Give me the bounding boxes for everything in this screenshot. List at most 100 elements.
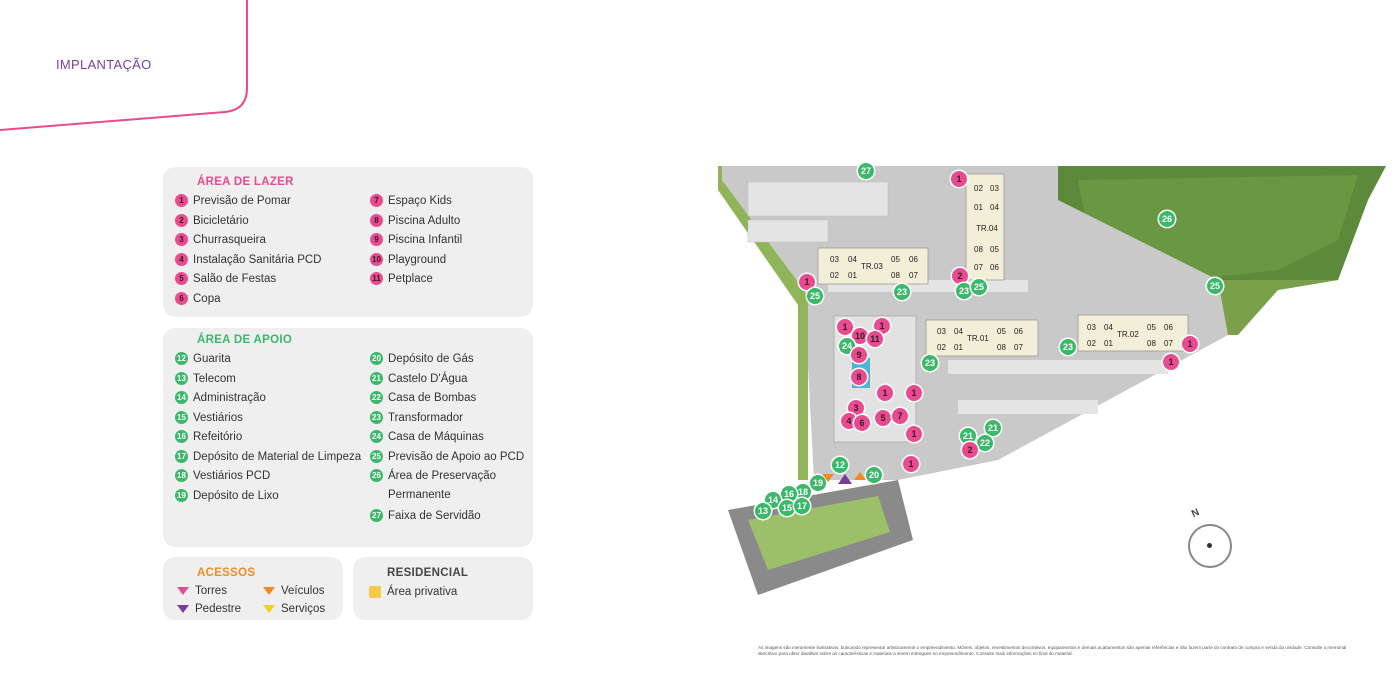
- map-pin[interactable]: 1: [903, 456, 919, 472]
- map-pin[interactable]: 25: [807, 288, 823, 304]
- map-pin[interactable]: 12: [832, 457, 848, 473]
- map-pin[interactable]: 24: [839, 338, 855, 354]
- map-pin[interactable]: 15: [779, 500, 795, 516]
- unit-label: 07: [909, 271, 918, 280]
- veiculos-arrow-icon: [263, 587, 275, 595]
- map-pin[interactable]: 1: [874, 318, 890, 334]
- map-pin[interactable]: 20: [866, 467, 882, 483]
- tower-tr03: [817, 247, 929, 285]
- unit-label: 01: [848, 271, 857, 280]
- tower-tr02: [1077, 314, 1189, 352]
- map-pin[interactable]: 23: [1060, 339, 1076, 355]
- residencial-legend-panel: RESIDENCIAL Área privativa: [353, 557, 533, 620]
- unit-label: 05: [997, 327, 1006, 336]
- map-pin[interactable]: 5: [875, 410, 891, 426]
- unit-label: 07: [1164, 339, 1173, 348]
- map-pin[interactable]: 25: [971, 279, 987, 295]
- map-pin[interactable]: 10: [852, 328, 868, 344]
- legend-item: Área privativa: [369, 586, 457, 598]
- unit-label: 02: [1087, 339, 1096, 348]
- map-pin[interactable]: 1: [837, 319, 853, 335]
- unit-label: 08: [1147, 339, 1156, 348]
- unit-label: 06: [1164, 323, 1173, 332]
- map-pin[interactable]: 1: [1182, 336, 1198, 352]
- unit-label: 07: [1014, 343, 1023, 352]
- unit-label: 04: [954, 327, 963, 336]
- legend-item: Pedestre: [177, 603, 241, 615]
- map-pin[interactable]: 14: [765, 492, 781, 508]
- acessos-title: ACESSOS: [197, 567, 256, 579]
- unit-label: 01: [954, 343, 963, 352]
- map-pin[interactable]: 23: [956, 283, 972, 299]
- map-pin[interactable]: 1: [1163, 354, 1179, 370]
- map-access-arrows: [822, 472, 866, 484]
- map-pin[interactable]: 22: [977, 435, 993, 451]
- unit-label: 02: [830, 271, 839, 280]
- apoio-title: ÁREA DE APOIO: [197, 334, 293, 346]
- tower-tr04: [965, 173, 1005, 281]
- map-pin[interactable]: 1: [877, 385, 893, 401]
- unit-label: 01: [974, 203, 983, 212]
- map-pin[interactable]: 1: [799, 274, 815, 290]
- unit-label: 06: [909, 255, 918, 264]
- map-pin[interactable]: 25: [1207, 278, 1223, 294]
- map-pin[interactable]: 23: [894, 284, 910, 300]
- map-pin[interactable]: 27: [858, 163, 874, 179]
- page-title: IMPLANTAÇÃO: [56, 57, 152, 72]
- map-pin[interactable]: 2: [952, 268, 968, 284]
- map-pin[interactable]: 19: [810, 475, 826, 491]
- map-pin[interactable]: 26: [1159, 211, 1175, 227]
- map-pin[interactable]: 16: [781, 486, 797, 502]
- tower-tr01: [925, 319, 1039, 357]
- unit-label: 03: [1087, 323, 1096, 332]
- map-pin[interactable]: 23: [922, 355, 938, 371]
- map-pin[interactable]: 9: [851, 347, 867, 363]
- unit-label: 04: [990, 203, 999, 212]
- map-pin[interactable]: 6: [854, 415, 870, 431]
- legend-item: Veículos: [263, 585, 324, 597]
- map-pin[interactable]: 3: [848, 400, 864, 416]
- legend-item: Torres: [177, 585, 227, 597]
- map-pin[interactable]: 17: [794, 498, 810, 514]
- map-pin[interactable]: 1: [906, 385, 922, 401]
- map-pin[interactable]: 2: [962, 442, 978, 458]
- map-pin[interactable]: 21: [985, 420, 1001, 436]
- map-pin[interactable]: 1: [906, 426, 922, 442]
- map-pin[interactable]: 13: [755, 503, 771, 519]
- map-pin[interactable]: 4: [841, 413, 857, 429]
- disclaimer-text: As imagens são meramente ilustrativas, b…: [758, 645, 1347, 656]
- map-pin[interactable]: 11: [867, 331, 883, 347]
- unit-label: 02: [937, 343, 946, 352]
- map-pin[interactable]: 18: [795, 484, 811, 500]
- corner-frame-decoration: [0, 0, 248, 131]
- unit-label: 03: [830, 255, 839, 264]
- tower-label-tr01: TR.01: [967, 334, 989, 343]
- unit-label: 08: [997, 343, 1006, 352]
- map-pin[interactable]: 7: [892, 408, 908, 424]
- tower-label-tr04: TR.04: [976, 224, 998, 233]
- map-pin[interactable]: 8: [851, 369, 867, 385]
- map-pin[interactable]: 21: [960, 428, 976, 444]
- unit-label: 05: [891, 255, 900, 264]
- map-pin[interactable]: 1: [951, 171, 967, 187]
